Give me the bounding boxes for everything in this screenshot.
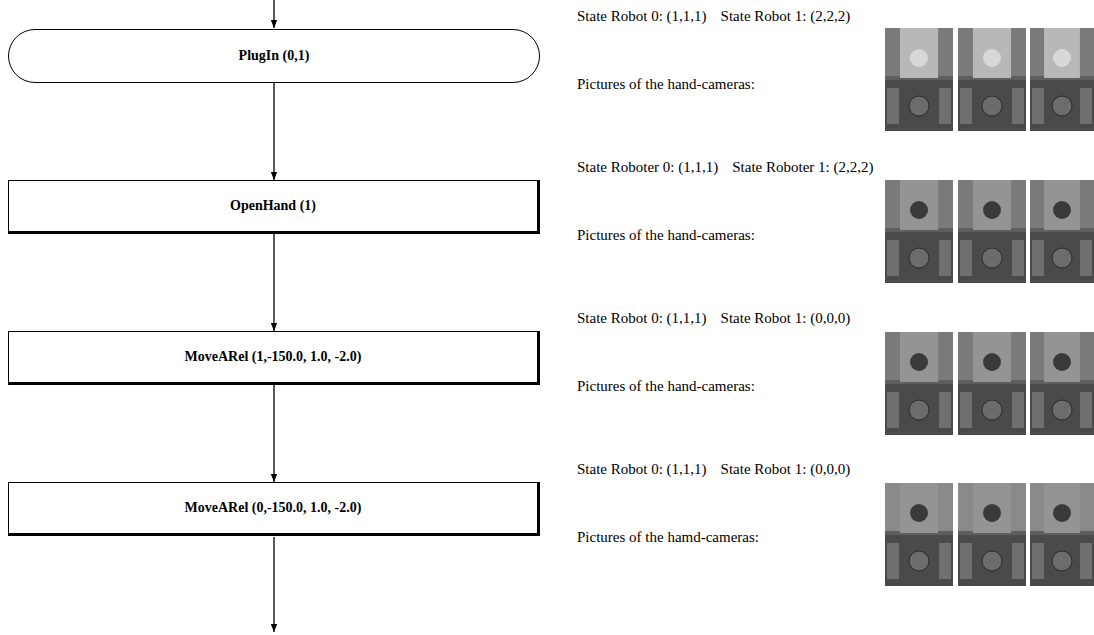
camera-picture	[958, 332, 1026, 435]
terminator-shape: PlugIn (0,1)	[8, 29, 540, 83]
process-box: MoveARel (1,-150.0, 1.0, -2.0)	[8, 331, 540, 385]
flow-arrow	[273, 385, 274, 482]
robot-state: State Roboter 0: (1,1,1)	[577, 158, 718, 176]
node-text: MoveARel (0,-150.0, 1.0, -2.0)	[185, 500, 362, 516]
robot-state: State Robot 0: (1,1,1)	[577, 7, 707, 25]
camera-picture	[885, 332, 953, 435]
picture-caption: Pictures of the hand-cameras:	[577, 226, 755, 244]
camera-picture	[958, 483, 1026, 586]
node-text: MoveARel (1,-150.0, 1.0, -2.0)	[185, 349, 362, 365]
picture-caption: Pictures of the hamd-cameras:	[577, 528, 759, 546]
camera-picture	[1030, 483, 1094, 586]
robot-state: State Robot 1: (0,0,0)	[721, 309, 851, 327]
camera-picture	[958, 28, 1026, 131]
robot-state: State Robot 0: (1,1,1)	[577, 309, 707, 327]
terminator-border	[9, 30, 540, 83]
connectors	[274, 83, 275, 482]
camera-picture	[958, 180, 1026, 283]
robot-state: State Robot 0: (1,1,1)	[577, 460, 707, 478]
camera-pictures	[885, 28, 1094, 586]
camera-picture	[1030, 332, 1094, 435]
camera-picture	[885, 28, 953, 131]
picture-caption: Pictures of the hand-cameras:	[577, 377, 755, 395]
node-text: OpenHand (1)	[230, 198, 316, 214]
flow-arrow	[273, 234, 274, 331]
camera-picture	[1030, 180, 1094, 283]
camera-picture	[885, 483, 953, 586]
node-text: PlugIn (0,1)	[239, 48, 310, 64]
camera-picture	[885, 180, 953, 283]
entry-arrow	[274, 0, 275, 28]
camera-picture	[1030, 28, 1094, 131]
process-box: OpenHand (1)	[8, 180, 540, 234]
robot-state: State Robot 1: (2,2,2)	[721, 7, 851, 25]
exit-arrow	[274, 537, 275, 632]
process-box: MoveARel (0,-150.0, 1.0, -2.0)	[8, 482, 540, 536]
picture-caption: Pictures of the hand-cameras:	[577, 75, 755, 93]
robot-state: State Robot 1: (0,0,0)	[721, 460, 851, 478]
flow-arrow	[273, 83, 274, 180]
robot-state: State Roboter 1: (2,2,2)	[732, 158, 873, 176]
